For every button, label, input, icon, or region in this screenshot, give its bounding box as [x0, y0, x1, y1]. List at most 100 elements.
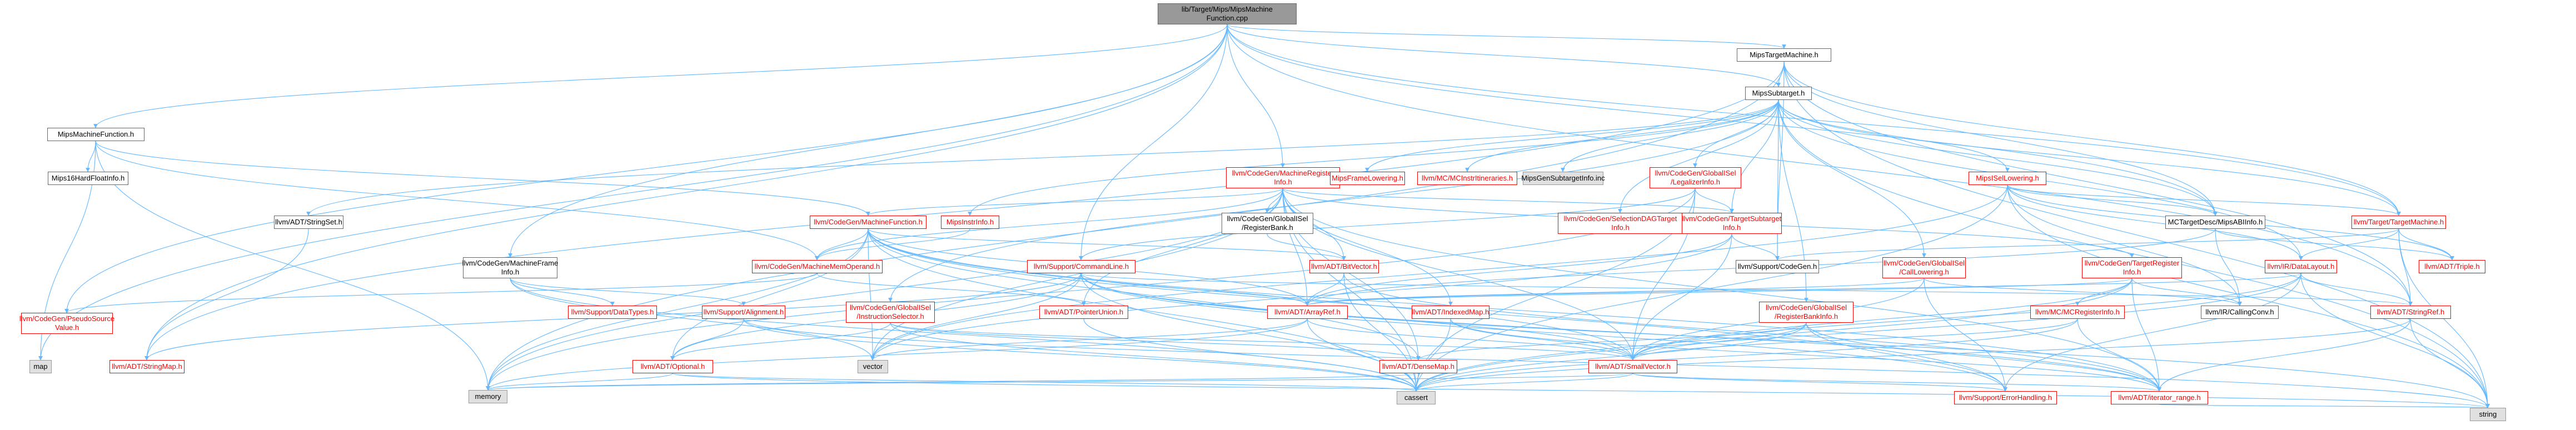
edge-cl-to-ar [1080, 273, 1309, 306]
edge-dm-to-memory [486, 373, 1419, 391]
graph-node-mcii[interactable]: llvm/MC/MCInstrItineraries.h [1417, 172, 1517, 185]
graph-node-pu[interactable]: llvm/ADT/PointerUnion.h [1039, 306, 1128, 319]
edge-cgmfi-to-align [510, 278, 746, 306]
graph-node-gisel_rbi[interactable]: llvm/CodeGen/GlobalISel /RegisterBankInf… [1759, 302, 1853, 323]
graph-node-im[interactable]: llvm/ADT/IndexedMap.h [1412, 306, 1489, 319]
edge-opt-to-string [672, 373, 2490, 408]
edge-gisel_is-to-cassert [890, 322, 1418, 392]
edge-cgmf-to-vector [868, 228, 875, 361]
graph-node-gisel_rb[interactable]: llvm/CodeGen/GlobalISel /RegisterBank.h [1222, 213, 1313, 234]
graph-node-cl[interactable]: llvm/Support/CommandLine.h [1027, 260, 1135, 273]
edge-im-to-cassert [1414, 318, 1451, 392]
edge-tsi-to-ar [1305, 233, 1732, 306]
graph-node-mmf[interactable]: MipsMachineFunction.h [47, 128, 145, 141]
graph-node-sdt[interactable]: llvm/CodeGen/SelectionDAGTarget Info.h [1558, 213, 1683, 234]
graph-node-mhf[interactable]: Mips16HardFloatInfo.h [48, 172, 128, 185]
graph-node-ir[interactable]: llvm/ADT/iterator_range.h [2111, 391, 2208, 404]
graph-node-cc[interactable]: llvm/IR/CallingConv.h [2201, 306, 2279, 319]
edge-mtm-to-memory [486, 61, 1785, 391]
graph-node-dm[interactable]: llvm/ADT/DenseMap.h [1379, 360, 1457, 373]
graph-node-gisel_cl[interactable]: llvm/CodeGen/GlobalISel /CallLowering.h [1882, 257, 1966, 278]
graph-node-gisel_is[interactable]: llvm/CodeGen/GlobalISel /InstructionSele… [846, 302, 935, 323]
graph-node-mii[interactable]: MipsInstrInfo.h [941, 216, 999, 229]
graph-node-mfl[interactable]: MipsFrameLowering.h [1330, 172, 1405, 185]
graph-node-bv[interactable]: llvm/ADT/BitVector.h [1309, 260, 1379, 273]
graph-node-tri[interactable]: llvm/CodeGen/TargetRegister Info.h [2082, 257, 2182, 278]
edge-mcri-to-sv [1631, 318, 2078, 361]
edge-root-to-cgmfi [508, 24, 1228, 258]
graph-node-mcri[interactable]: llvm/MC/MCRegisterInfo.h [2030, 306, 2125, 319]
edge-root-to-sr [1227, 24, 2413, 306]
graph-node-cgmf[interactable]: llvm/CodeGen/MachineFunction.h [810, 216, 926, 229]
edge-cgmmo-to-pu [816, 273, 1086, 306]
edge-tsi-to-vector [870, 233, 1732, 361]
edge-mmf-to-cgmf [95, 141, 870, 216]
edge-mst-to-mfl [1365, 99, 1779, 172]
graph-node-opt[interactable]: llvm/ADT/Optional.h [632, 360, 713, 373]
edge-cgmri-to-ar [1282, 188, 1309, 306]
graph-node-dl[interactable]: llvm/IR/DataLayout.h [2265, 260, 2337, 273]
edge-cgmf-to-cgmmo [815, 228, 869, 261]
edge-root-to-ttm [1227, 24, 2401, 216]
edge-tri-to-ir [2131, 278, 2161, 392]
edge-mst-to-msl [1778, 99, 2010, 172]
graph-node-cgmri[interactable]: llvm/CodeGen/MachineRegister Info.h [1226, 167, 1340, 188]
edge-cl-to-cassert [1080, 273, 1418, 392]
edge-tri-to-sv [1631, 278, 2132, 361]
edge-sv-to-memory [486, 373, 1633, 391]
edge-sr-to-ir [2157, 318, 2411, 392]
graph-node-cgc[interactable]: llvm/Support/CodeGen.h [1736, 260, 1819, 273]
edge-mst-to-mii [968, 99, 1779, 216]
graph-node-align[interactable]: llvm/Support/Alignment.h [702, 306, 785, 319]
graph-node-psv[interactable]: llvm/CodeGen/PseudoSource Value.h [19, 313, 114, 334]
edge-cl-to-sr [1080, 273, 2413, 306]
edge-cgmf-to-sv [868, 228, 1635, 361]
graph-node-sv[interactable]: llvm/ADT/SmallVector.h [1588, 360, 1677, 373]
graph-node-cgmmo[interactable]: llvm/CodeGen/MachineMemOperand.h [752, 260, 883, 273]
graph-node-triple[interactable]: llvm/ADT/Triple.h [2419, 260, 2485, 273]
edge-mst-to-sdt [1618, 99, 1779, 213]
edge-gisel_li-to-cl [1079, 188, 1696, 261]
edge-root-to-sm [145, 24, 1228, 361]
edge-mtm-to-sm [145, 61, 1785, 361]
graph-node-sdtypes[interactable]: llvm/Support/DataTypes.h [568, 306, 657, 319]
edge-sv-to-ir [1632, 373, 2161, 392]
edge-root-to-mmf [93, 24, 1228, 128]
edge-sr-to-cassert [1414, 318, 2411, 392]
edge-bv-to-ir [1343, 273, 2161, 392]
edge-gisel_li-to-tsi [1695, 188, 1734, 213]
graph-node-msl[interactable]: MipsISelLowering.h [1969, 172, 2046, 185]
edge-mcri-to-ir [2077, 318, 2161, 392]
edge-tri-to-cc [2131, 278, 2242, 306]
edge-cgmri-to-cgmf [866, 188, 1283, 216]
graph-node-cgmfi[interactable]: llvm/CodeGen/MachineFrame Info.h [462, 257, 558, 278]
edge-cgmf-to-memory [486, 228, 869, 391]
graph-node-mtm[interactable]: MipsTargetMachine.h [1737, 48, 1831, 62]
graph-node-ar[interactable]: llvm/ADT/ArrayRef.h [1267, 306, 1348, 319]
edge-pu-to-cassert [1083, 318, 1418, 392]
edge-cgmri-to-tsi [1282, 188, 1734, 213]
edge-sr-to-string [2410, 318, 2490, 408]
graph-node-tsi[interactable]: llvm/CodeGen/TargetSubtarget Info.h [1682, 213, 1782, 234]
edge-dl-to-string [2300, 273, 2490, 408]
graph-node-string: string [2470, 408, 2506, 421]
graph-node-sm[interactable]: llvm/ADT/StringMap.h [109, 360, 185, 373]
graph-node-mst[interactable]: MipsSubtarget.h [1745, 87, 1812, 100]
edge-cl-to-string [1080, 273, 2490, 408]
edge-cgmri-to-cgmmo [815, 188, 1283, 261]
edge-root-to-mst [1227, 24, 1781, 87]
edge-cgmf-to-ir [868, 228, 2161, 392]
graph-node-eh[interactable]: llvm/Support/ErrorHandling.h [1954, 391, 2057, 404]
graph-node-sr[interactable]: llvm/ADT/StringRef.h [2370, 306, 2451, 319]
graph-node-ttm[interactable]: llvm/Target/TargetMachine.h [2351, 216, 2446, 229]
edge-mcri-to-cassert [1414, 318, 2078, 392]
graph-node-gisel_li[interactable]: llvm/CodeGen/GlobalISel /LegalizerInfo.h [1650, 167, 1741, 188]
graph-node-mcta[interactable]: MCTargetDesc/MipsABIInfo.h [2165, 216, 2265, 229]
edge-gisel_is-to-sv [890, 322, 1635, 361]
graph-node-strset[interactable]: llvm/ADT/StringSet.h [274, 216, 343, 229]
edge-ar-to-vector [870, 318, 1308, 361]
edge-gisel_is-to-opt [670, 322, 891, 361]
edge-mtm-to-mcta [1783, 61, 2218, 216]
edge-align-to-cassert [743, 318, 1418, 392]
